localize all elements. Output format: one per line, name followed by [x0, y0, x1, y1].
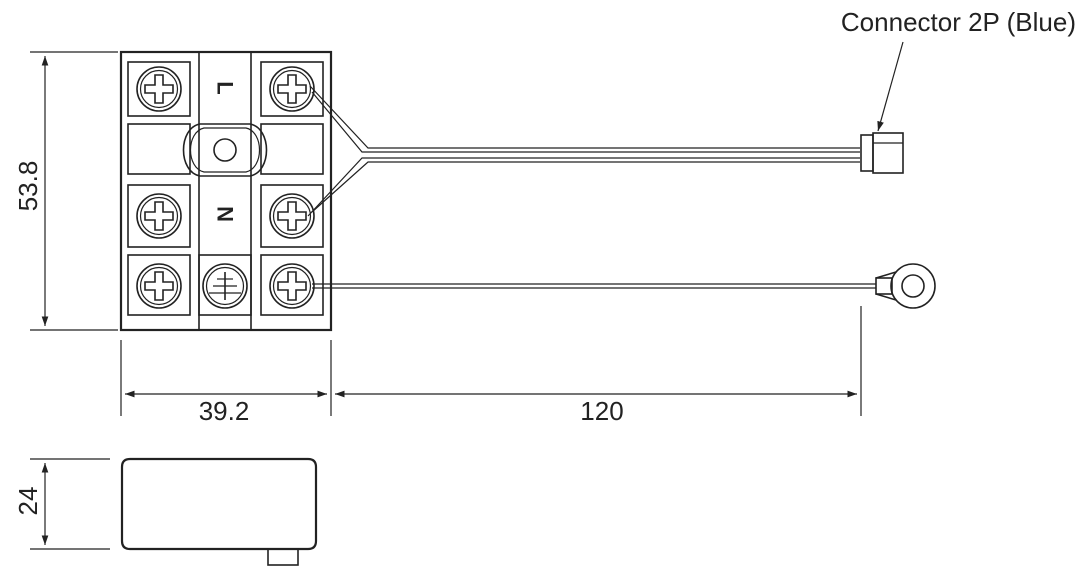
terminal-cell-left-mid [127, 184, 191, 248]
dimension-value-24: 24 [13, 487, 43, 516]
terminal-cell-right-bottom [260, 254, 324, 316]
dimension-height-top: 53.8 [13, 51, 118, 331]
terminal-cell-right-top [260, 61, 324, 117]
terminal-cell-left-top [127, 61, 191, 117]
screw-icon [136, 66, 182, 112]
dimension-height-side: 24 [13, 458, 110, 550]
ring-terminal [875, 263, 936, 309]
dimension-value-120: 120 [580, 396, 623, 426]
terminal-cell-ground [198, 254, 252, 316]
terminal-cell-left-bottom [127, 254, 191, 316]
terminal-label-live: L [213, 81, 238, 94]
terminal-label-neutral: N [213, 206, 238, 222]
terminal-block-top-view: L N [119, 50, 333, 332]
connector-callout: Connector 2P (Blue) [841, 7, 1076, 132]
ground-icon [202, 263, 248, 309]
connector-label: Connector 2P (Blue) [841, 7, 1076, 37]
dimension-value-39-2: 39.2 [199, 396, 250, 426]
screw-icon [136, 193, 182, 239]
dimension-lead-length: 120 [335, 306, 862, 426]
screw-icon [269, 263, 315, 309]
slot-left [127, 123, 191, 175]
screw-icon [269, 66, 315, 112]
dimension-width-block: 39.2 [120, 340, 332, 426]
screw-icon [136, 263, 182, 309]
terminal-block-side-view [120, 457, 318, 566]
dimension-value-53-8: 53.8 [13, 161, 43, 212]
slot-right [260, 123, 324, 175]
terminal-cell-right-mid [260, 184, 324, 248]
screw-icon [269, 193, 315, 239]
connector-2p [860, 132, 904, 174]
lead-wires [307, 85, 876, 289]
mounting-hole [182, 123, 268, 177]
